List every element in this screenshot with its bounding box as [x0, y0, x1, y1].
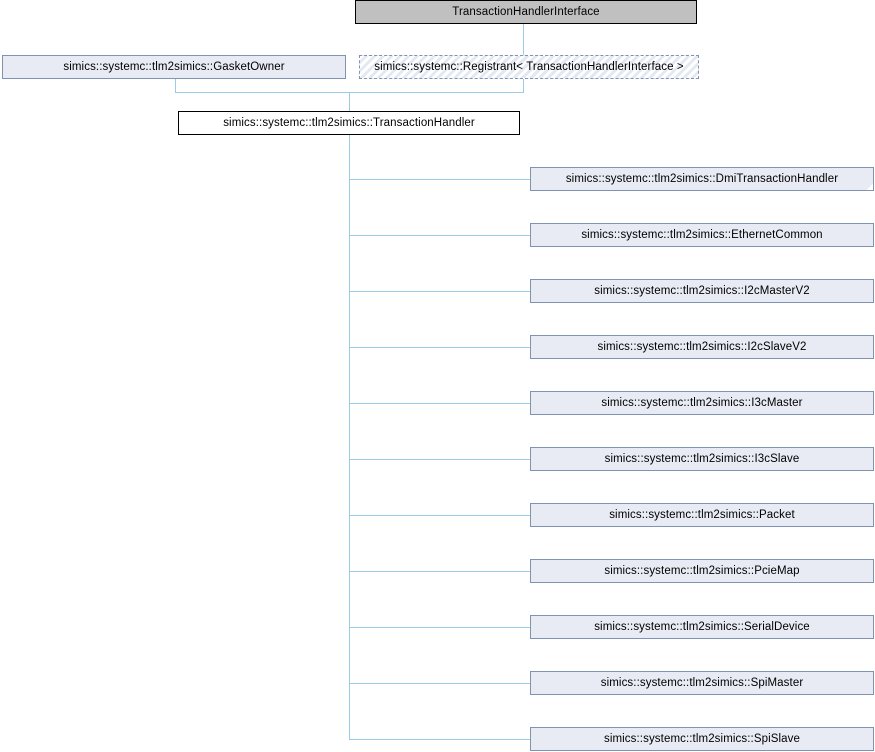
class-node-packet[interactable]: simics::systemc::tlm2simics::Packet	[530, 503, 874, 527]
edge-branch-derived	[349, 627, 531, 628]
class-node-label: simics::systemc::tlm2simics::DmiTransact…	[565, 172, 839, 185]
class-node-label: simics::systemc::tlm2simics::I3cMaster	[601, 396, 803, 409]
class-node-ethernet-common[interactable]: simics::systemc::tlm2simics::EthernetCom…	[530, 223, 874, 247]
edge-branch-derived	[349, 347, 531, 348]
class-node-label: simics::systemc::tlm2simics::PcieMap	[604, 564, 800, 577]
class-node-pcie-map[interactable]: simics::systemc::tlm2simics::PcieMap	[530, 559, 874, 583]
class-node-label: simics::systemc::Registrant< Transaction…	[374, 60, 684, 73]
class-node-label: TransactionHandlerInterface	[452, 5, 600, 18]
class-node-gasket-owner[interactable]: simics::systemc::tlm2simics::GasketOwner	[2, 55, 346, 79]
edge-registrant-stub	[523, 79, 524, 93]
class-node-label: simics::systemc::tlm2simics::SerialDevic…	[594, 620, 810, 633]
class-node-label: simics::systemc::tlm2simics::I3cSlave	[604, 452, 800, 465]
edge-branch-derived	[349, 459, 531, 460]
edge-branch-derived	[349, 403, 531, 404]
class-node-label: simics::systemc::tlm2simics::EthernetCom…	[581, 228, 823, 241]
class-node-label: simics::systemc::tlm2simics::Transaction…	[223, 116, 475, 129]
class-node-label: simics::systemc::tlm2simics::SpiMaster	[600, 676, 804, 689]
class-node-i2c-master-v2[interactable]: simics::systemc::tlm2simics::I2cMasterV2	[530, 279, 874, 303]
class-node-transaction-handler[interactable]: simics::systemc::tlm2simics::Transaction…	[178, 111, 520, 135]
class-node-registrant-template[interactable]: simics::systemc::Registrant< Transaction…	[359, 55, 699, 79]
class-node-label: simics::systemc::tlm2simics::I2cSlaveV2	[597, 340, 807, 353]
class-node-i2c-slave-v2[interactable]: simics::systemc::tlm2simics::I2cSlaveV2	[530, 335, 874, 359]
class-node-label: simics::systemc::tlm2simics::I2cMasterV2	[594, 284, 810, 297]
edge-branch-derived	[349, 515, 531, 516]
edge-branch-derived	[349, 739, 531, 740]
class-node-serial-device[interactable]: simics::systemc::tlm2simics::SerialDevic…	[530, 615, 874, 639]
edge-branch-derived	[349, 683, 531, 684]
class-node-dmi-transaction-handler[interactable]: simics::systemc::tlm2simics::DmiTransact…	[530, 167, 874, 191]
class-node-spi-slave[interactable]: simics::systemc::tlm2simics::SpiSlave	[530, 727, 874, 751]
class-node-i3c-slave[interactable]: simics::systemc::tlm2simics::I3cSlave	[530, 447, 874, 471]
edge-focus-stub	[349, 92, 350, 111]
edge-branch-derived	[349, 291, 531, 292]
class-node-label: simics::systemc::tlm2simics::Packet	[609, 508, 795, 521]
edge-branch-derived	[349, 571, 531, 572]
edge-gasket-owner-stub	[175, 79, 176, 93]
edge-derived-trunk	[349, 135, 350, 740]
class-node-label: simics::systemc::tlm2simics::GasketOwner	[63, 60, 285, 73]
edge-branch-derived	[349, 179, 531, 180]
edge-root-stub	[523, 24, 524, 55]
edge-branch-derived	[349, 235, 531, 236]
class-node-spi-master[interactable]: simics::systemc::tlm2simics::SpiMaster	[530, 671, 874, 695]
class-node-label: simics::systemc::tlm2simics::SpiSlave	[603, 732, 801, 745]
class-node-i3c-master[interactable]: simics::systemc::tlm2simics::I3cMaster	[530, 391, 874, 415]
class-node-transaction-handler-interface[interactable]: TransactionHandlerInterface	[355, 0, 697, 24]
